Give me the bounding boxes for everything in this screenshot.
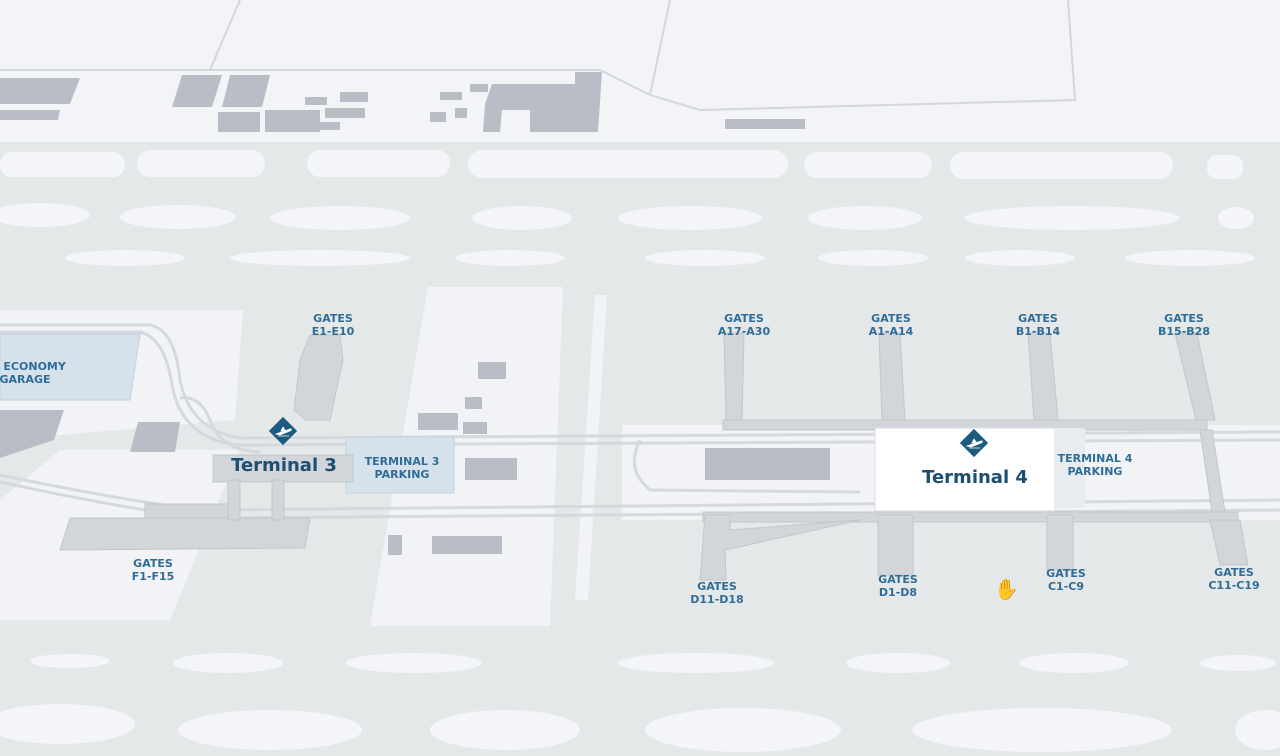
label-line: GATES — [1018, 312, 1058, 325]
label-line: TERMINAL 3 — [364, 455, 440, 468]
label-line: PARKING — [1067, 465, 1123, 478]
hand-cursor-icon: ✋ — [994, 577, 1019, 601]
runway-strips — [0, 150, 1280, 752]
label-line: GATES — [1046, 567, 1086, 580]
label-line: D1-D8 — [878, 586, 918, 599]
label-line: A1-A14 — [868, 325, 914, 338]
airplane-departure-icon[interactable] — [268, 416, 298, 446]
label-line: B15-B28 — [1158, 325, 1210, 338]
label-line: E1-E10 — [311, 325, 355, 338]
label-line: A17-A30 — [717, 325, 771, 338]
label-line: TERMINAL 4 — [1057, 452, 1133, 465]
terminal-3-concourses — [59, 334, 354, 551]
label-line: GATES — [724, 312, 764, 325]
label-line: ST ECONOMY — [0, 360, 66, 373]
buildings — [0, 362, 830, 555]
label-line: GATES — [133, 557, 173, 570]
label-line: GATES — [878, 573, 918, 586]
boundary-line — [209, 0, 241, 71]
terminal-4-label[interactable]: Terminal 4 — [922, 467, 1028, 488]
label-line: C11-C19 — [1208, 579, 1260, 592]
label-line: B1-B14 — [1015, 325, 1061, 338]
label-line: GATES — [697, 580, 737, 593]
north-buildings — [0, 72, 805, 132]
label-line: F1-F15 — [131, 570, 175, 583]
boundary-line — [649, 0, 671, 96]
boundary-line — [0, 0, 1077, 112]
terminal-3-parking — [345, 436, 455, 494]
label-line: GATES — [871, 312, 911, 325]
label-line: PARKING — [374, 468, 430, 481]
label-line: GATES — [1214, 566, 1254, 579]
airplane-departure-icon[interactable] — [959, 428, 989, 458]
label-line: GARAGE — [0, 373, 51, 386]
label-line: D11-D18 — [690, 593, 744, 606]
label-line: GATES — [313, 312, 353, 325]
label-line: GATES — [1164, 312, 1204, 325]
terminal-4-concourses — [699, 332, 1249, 581]
economy-garage — [0, 333, 141, 401]
terminal-3-label[interactable]: Terminal 3 — [231, 455, 337, 476]
label-line: C1-C9 — [1047, 580, 1085, 593]
terminal-4-parking — [1055, 428, 1085, 508]
